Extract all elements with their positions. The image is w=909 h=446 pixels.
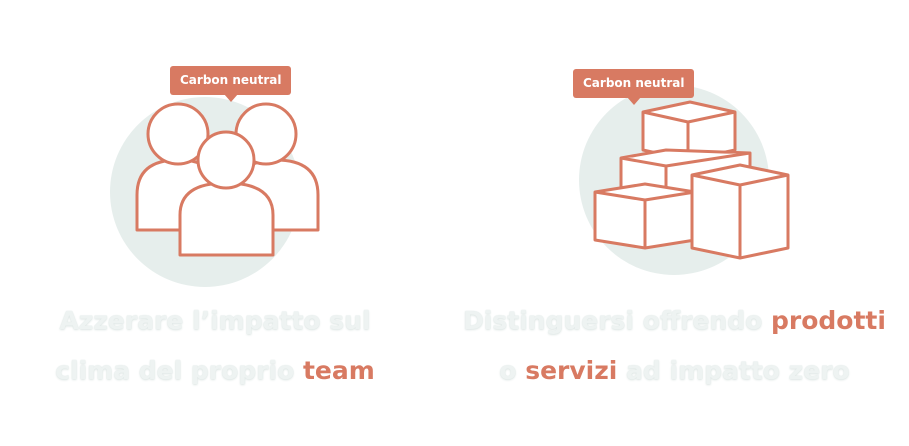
- boxes-stack-icon: [579, 85, 790, 275]
- feature-card-products: Carbon neutral Distinguersi offrendo pro…: [440, 0, 909, 446]
- card-caption: Distinguersi offrendo prodotti o servizi…: [440, 296, 909, 396]
- caption-line: clima del proprio team: [55, 356, 375, 385]
- carbon-neutral-badge: Carbon neutral: [573, 69, 695, 105]
- caption-line: Distinguersi offrendo prodotti: [463, 306, 886, 335]
- people-group-icon: [110, 97, 320, 287]
- feature-card-team: Carbon neutral Azzerare l’impatto sul cl…: [0, 0, 430, 446]
- caption-accent: team: [302, 356, 375, 385]
- caption-line: o servizi ad impatto zero: [499, 356, 850, 385]
- caption-accent: servizi: [525, 356, 618, 385]
- card-caption: Azzerare l’impatto sul clima del proprio…: [0, 296, 430, 396]
- caption-line: Azzerare l’impatto sul: [59, 306, 371, 335]
- carbon-neutral-badge: Carbon neutral: [170, 66, 292, 102]
- caption-accent: prodotti: [770, 306, 886, 335]
